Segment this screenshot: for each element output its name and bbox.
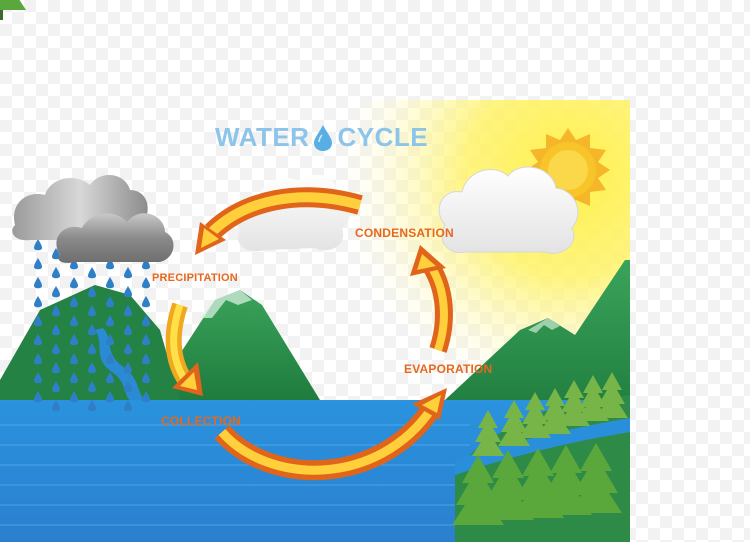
rain-drop <box>88 381 96 393</box>
rain-drop <box>142 334 150 346</box>
label-collection: COLLECTION <box>161 414 241 428</box>
rain-drop <box>142 296 150 308</box>
rain-drop <box>142 315 150 327</box>
rain-drop <box>34 239 42 251</box>
rain-drop <box>34 353 42 365</box>
rain-drop <box>88 305 96 317</box>
rain-drop <box>124 286 132 298</box>
rain-drop <box>88 267 96 279</box>
rain-drop <box>124 343 132 355</box>
arrow-precipitation-to-collection <box>165 302 203 396</box>
arrow-collection-to-evaporation <box>214 388 447 481</box>
river-right <box>455 418 630 475</box>
rain-drop <box>106 372 114 384</box>
forest <box>0 0 26 20</box>
rain-drop <box>106 258 114 270</box>
rain-drop <box>52 286 60 298</box>
rain-drop <box>34 391 42 403</box>
rain-drop <box>34 315 42 327</box>
rain-drop <box>52 324 60 336</box>
rain-drop <box>70 353 78 365</box>
rain-drop <box>34 296 42 308</box>
rain-drop <box>124 305 132 317</box>
rain-drop <box>52 267 60 279</box>
rain-drop <box>34 372 42 384</box>
rain-drop <box>124 381 132 393</box>
title-word-cycle: CYCLE <box>337 122 429 152</box>
rain-drop <box>70 277 78 289</box>
river <box>95 328 148 405</box>
rain-drop <box>52 362 60 374</box>
rain-drop <box>52 381 60 393</box>
rain-cloud-icon <box>12 174 174 263</box>
rain-drop <box>34 277 42 289</box>
rain-drop <box>124 267 132 279</box>
mountain-right <box>445 260 630 420</box>
rain-drop <box>106 277 114 289</box>
mountain-left-front <box>0 285 180 400</box>
rain-drop <box>70 315 78 327</box>
rain-drop <box>142 277 150 289</box>
rain-drop <box>106 391 114 403</box>
rain-drop <box>52 400 60 412</box>
arrow-evaporation-to-condensation <box>410 245 453 353</box>
rain-drop <box>52 305 60 317</box>
arrow-condensation-to-precipitation <box>195 187 363 255</box>
rain-drop <box>52 248 60 260</box>
rain-drop <box>88 286 96 298</box>
rain-drop <box>70 334 78 346</box>
label-evaporation: EVAPORATION <box>404 362 493 376</box>
rain-drop <box>70 258 78 270</box>
rain-drop <box>124 400 132 412</box>
rain-drop <box>142 391 150 403</box>
water-drop-icon <box>314 124 333 151</box>
rain-drop <box>124 362 132 374</box>
rain-drop <box>124 324 132 336</box>
label-condensation: CONDENSATION <box>355 226 454 240</box>
rain-drop <box>106 353 114 365</box>
rain-drop <box>106 334 114 346</box>
rain-drop <box>34 334 42 346</box>
rain-drop <box>52 343 60 355</box>
rain-drop <box>142 258 150 270</box>
rain-drop <box>88 362 96 374</box>
rain-drop <box>70 372 78 384</box>
rain-drop <box>70 391 78 403</box>
rain-drop <box>88 400 96 412</box>
rain-drop <box>142 353 150 365</box>
rain-drop <box>88 324 96 336</box>
rain-drop <box>142 372 150 384</box>
title-word-water: WATER <box>215 122 310 152</box>
rain-drop <box>106 315 114 327</box>
cycle-arrows <box>165 187 453 481</box>
label-precipitation: PRECIPITATION <box>152 272 238 284</box>
rain-drop <box>34 258 42 270</box>
rain-drop <box>106 296 114 308</box>
diagram-title: WATER CYCLE <box>215 122 428 153</box>
rain-drop <box>88 343 96 355</box>
rain-drop <box>70 296 78 308</box>
